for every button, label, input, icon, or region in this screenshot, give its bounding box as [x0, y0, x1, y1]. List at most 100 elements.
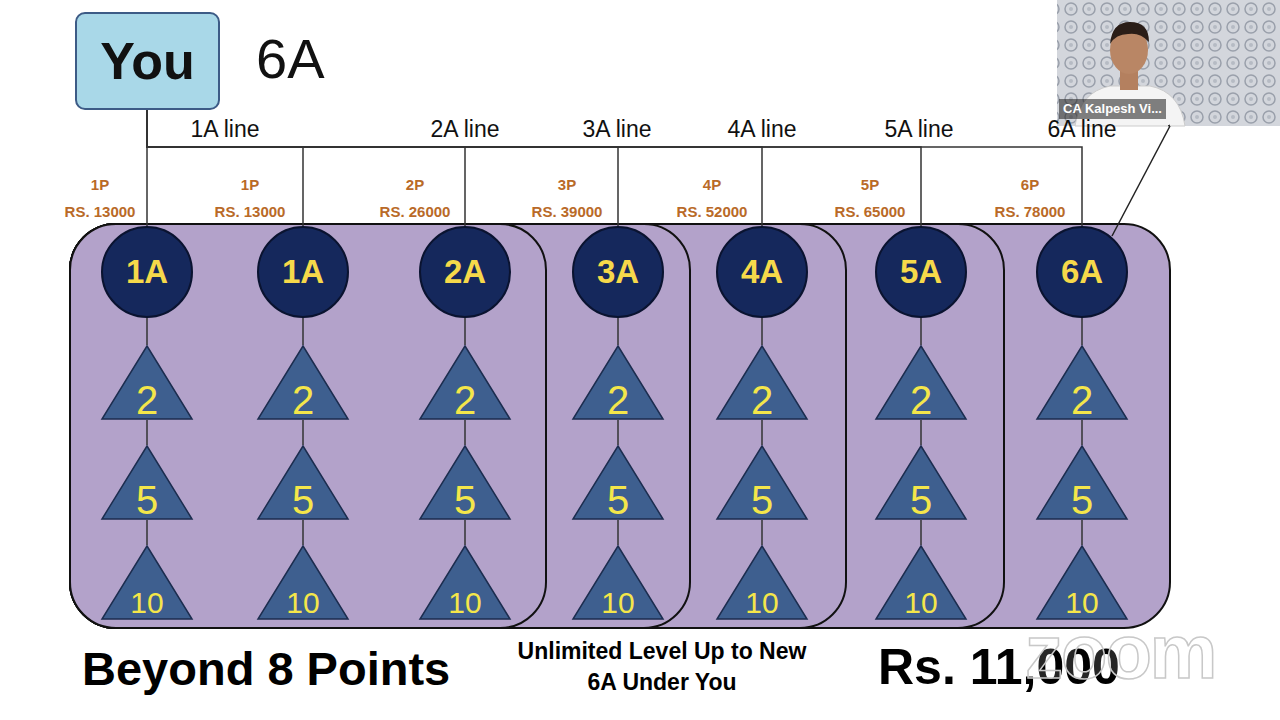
tree-connector — [464, 520, 466, 545]
count-number: 2 — [1071, 380, 1093, 420]
points-label: 1P — [40, 177, 160, 194]
tree-connector — [147, 110, 921, 226]
count-triangle: 5 — [419, 445, 511, 520]
amount-label: RS. 78000 — [970, 204, 1090, 221]
count-number: 10 — [130, 588, 163, 618]
count-triangle: 5 — [101, 445, 193, 520]
tree-connector — [761, 520, 763, 545]
count-number: 2 — [910, 380, 932, 420]
amount-label: RS. 26000 — [355, 204, 475, 221]
line-label: 6A line — [1022, 117, 1142, 142]
tree-connector — [617, 318, 619, 345]
tree-connector — [920, 520, 922, 545]
count-triangle: 2 — [419, 345, 511, 420]
count-triangle: 10 — [875, 545, 967, 620]
level-circle: 1A — [257, 226, 349, 318]
footer-note: Unlimited Level Up to New 6A Under You — [517, 636, 807, 698]
count-number: 10 — [448, 588, 481, 618]
line-label: 1A line — [165, 117, 285, 142]
amount-label: RS. 52000 — [652, 204, 772, 221]
start-box: You — [75, 12, 220, 110]
tree-connector — [146, 318, 148, 345]
points-label: 5P — [810, 177, 930, 194]
webcam-name: CA Kalpesh Vi... — [1059, 99, 1166, 119]
level-circle: 4A — [716, 226, 808, 318]
count-triangle: 10 — [101, 545, 193, 620]
tree-connector — [1081, 520, 1083, 545]
count-triangle: 10 — [716, 545, 808, 620]
tree-connector — [302, 420, 304, 445]
line-label: 4A line — [702, 117, 822, 142]
count-number: 5 — [292, 480, 314, 520]
tree-connector — [761, 318, 763, 345]
count-triangle: 2 — [572, 345, 664, 420]
points-label: 4P — [652, 177, 772, 194]
tree-connector — [147, 110, 762, 226]
points-label: 6P — [970, 177, 1090, 194]
count-number: 5 — [1071, 480, 1093, 520]
count-number: 10 — [745, 588, 778, 618]
count-triangle: 10 — [572, 545, 664, 620]
tree-connector — [146, 520, 148, 545]
points-label: 2P — [355, 177, 475, 194]
heading-text: 6A — [256, 28, 356, 90]
count-number: 5 — [607, 480, 629, 520]
count-triangle: 5 — [257, 445, 349, 520]
points-label: 3P — [507, 177, 627, 194]
count-triangle: 5 — [716, 445, 808, 520]
level-name: 2A — [444, 253, 486, 291]
tree-connector — [1081, 318, 1083, 345]
count-number: 2 — [454, 380, 476, 420]
level-name: 1A — [126, 253, 168, 291]
points-label: 1P — [190, 177, 310, 194]
count-triangle: 5 — [875, 445, 967, 520]
tree-connector — [1081, 420, 1083, 445]
count-triangle: 2 — [1036, 345, 1128, 420]
count-number: 5 — [136, 480, 158, 520]
tree-connector — [302, 520, 304, 545]
count-triangle: 5 — [1036, 445, 1128, 520]
level-name: 1A — [282, 253, 324, 291]
watermark: zoom — [1025, 610, 1255, 694]
tree-connector — [146, 420, 148, 445]
level-circle: 6A — [1036, 226, 1128, 318]
count-number: 10 — [904, 588, 937, 618]
tree-connector — [147, 110, 1082, 226]
tree-connector — [617, 520, 619, 545]
tree-connector — [464, 420, 466, 445]
level-name: 6A — [1061, 253, 1103, 291]
level-name: 3A — [597, 253, 639, 291]
tree-connector — [464, 318, 466, 345]
tree-connector — [302, 318, 304, 345]
count-triangle: 2 — [875, 345, 967, 420]
count-number: 2 — [292, 380, 314, 420]
count-triangle: 2 — [257, 345, 349, 420]
count-triangle: 2 — [716, 345, 808, 420]
count-number: 5 — [454, 480, 476, 520]
tree-connector — [617, 420, 619, 445]
count-triangle: 10 — [257, 545, 349, 620]
count-number: 10 — [601, 588, 634, 618]
amount-label: RS. 39000 — [507, 204, 627, 221]
count-triangle: 10 — [419, 545, 511, 620]
line-label: 5A line — [859, 117, 979, 142]
count-triangle: 10 — [1036, 545, 1128, 620]
level-name: 4A — [741, 253, 783, 291]
count-triangle: 5 — [572, 445, 664, 520]
level-circle: 5A — [875, 226, 967, 318]
count-number: 10 — [286, 588, 319, 618]
level-circle: 3A — [572, 226, 664, 318]
count-number: 2 — [751, 380, 773, 420]
amount-label: RS. 13000 — [40, 204, 160, 221]
tree-connector — [761, 420, 763, 445]
line-label: 3A line — [557, 117, 677, 142]
count-number: 2 — [136, 380, 158, 420]
level-circle: 1A — [101, 226, 193, 318]
count-number: 2 — [607, 380, 629, 420]
level-name: 5A — [900, 253, 942, 291]
count-triangle: 2 — [101, 345, 193, 420]
level-circle: 2A — [419, 226, 511, 318]
amount-label: RS. 65000 — [810, 204, 930, 221]
count-number: 5 — [751, 480, 773, 520]
